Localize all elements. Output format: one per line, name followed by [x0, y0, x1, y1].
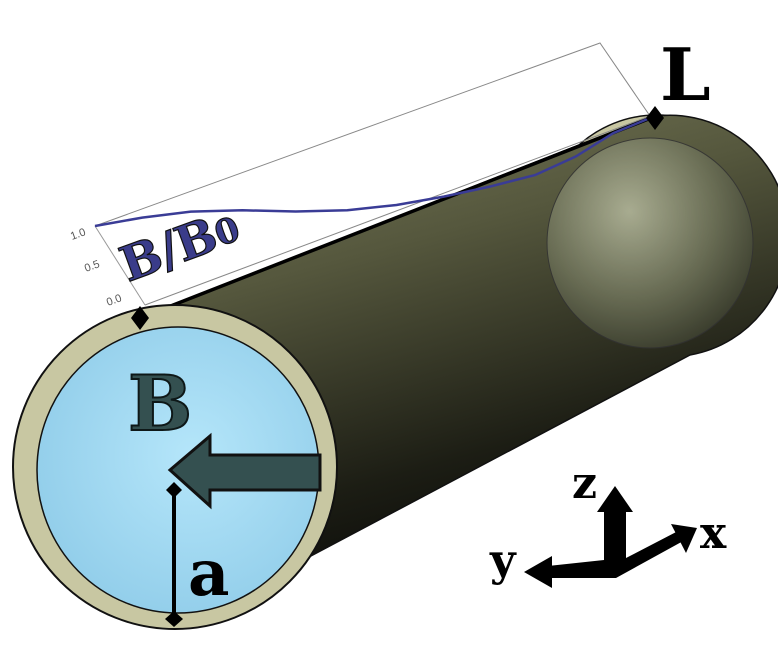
far-end-disk — [546, 137, 754, 349]
radius-top-marker — [166, 482, 182, 498]
y-arrow-head — [524, 556, 552, 588]
axes-body — [548, 509, 685, 578]
axis-label-y: y — [489, 535, 517, 586]
axis-label-z: z — [572, 458, 597, 509]
end-marker — [646, 106, 664, 130]
radius-bottom-marker — [165, 611, 183, 627]
axis-label-x: x — [700, 508, 727, 559]
tick-label-0: 0.0 — [105, 292, 123, 309]
inset-plot-curve — [94, 114, 656, 228]
field-arrow — [167, 432, 322, 510]
inset-plot-frame — [94, 42, 651, 306]
tube-top-edge — [139, 114, 657, 320]
tick-label-1: 1.0 — [69, 226, 87, 243]
coordinate-axes — [524, 486, 697, 588]
x-arrow-head — [671, 524, 697, 553]
tick-label-0-5: 0.5 — [83, 258, 101, 275]
start-marker — [131, 306, 149, 330]
z-arrow-head — [597, 486, 633, 512]
length-label: L — [660, 32, 711, 117]
radius-label: a — [188, 536, 229, 611]
inset-plot-axis — [94, 225, 146, 306]
field-label: B — [128, 359, 192, 448]
